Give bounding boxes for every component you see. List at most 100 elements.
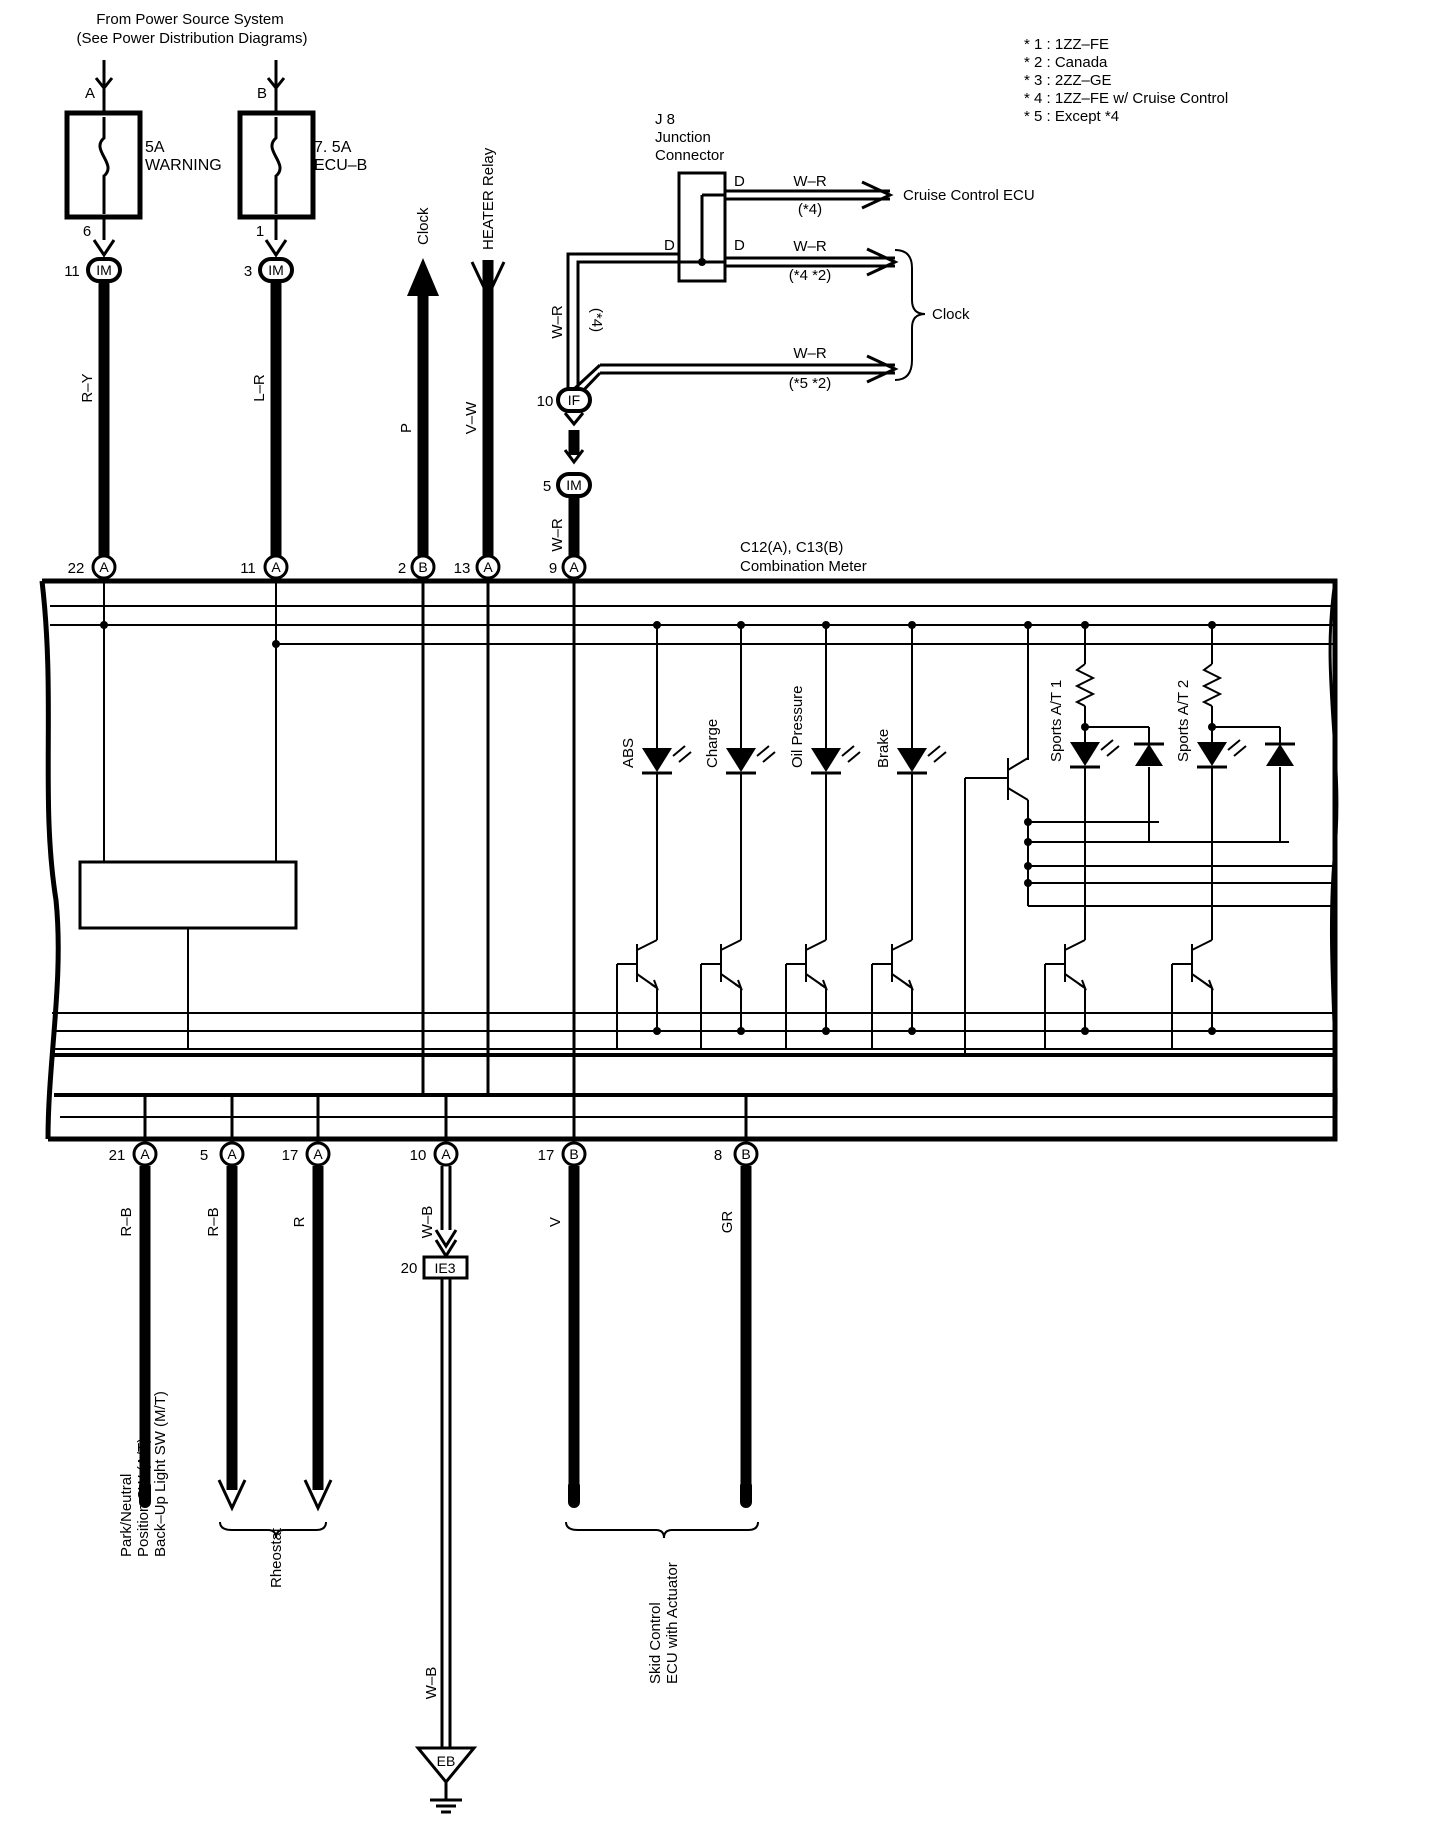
- led-icon: [1197, 742, 1227, 766]
- svg-text:B: B: [569, 1146, 578, 1162]
- led-icon: [642, 748, 672, 772]
- junction-connector-j8: J 8 Junction Connector D D D W–R (*4) Cr…: [549, 111, 1035, 398]
- fuse-a-letter: A: [85, 85, 95, 102]
- fuse-b-rating: 7. 5A: [314, 139, 352, 156]
- fuse-warning: A 5A WARNING 6: [64, 60, 222, 258]
- fuse-ecu-b: B 7. 5A ECU–B 1: [237, 60, 367, 258]
- bottom-wire-label: R–B: [205, 1207, 222, 1236]
- wire-label-w-r: W–R: [549, 518, 566, 552]
- skid-control-line2: ECU with Actuator: [664, 1562, 681, 1684]
- clock-output: Clock P: [398, 207, 439, 560]
- connector-im-11-pin: 11: [64, 263, 80, 280]
- power-source-title: From Power Source System: [96, 11, 284, 28]
- meter-bottom-pin: A 5R–B: [200, 1095, 247, 1512]
- junction-title-1: J 8: [655, 111, 675, 128]
- bottom-pin-number: 5: [200, 1147, 208, 1164]
- diode-icon: [1135, 744, 1163, 766]
- park-neutral-line3: Back–Up Light SW (M/T): [152, 1391, 169, 1557]
- connector-ie3-code: IE3: [434, 1260, 455, 1276]
- notes-legend: * 1 : 1ZZ–FE * 2 : Canada * 3 : 2ZZ–GE *…: [1024, 36, 1228, 125]
- branch3-note: (*5 *2): [789, 375, 832, 392]
- connector-im-5-pin: 5: [543, 478, 551, 495]
- led-icon: [811, 748, 841, 772]
- fuse-b-letter: B: [257, 85, 267, 102]
- indicator-label: ABS: [620, 738, 637, 768]
- note-4: * 4 : 1ZZ–FE w/ Cruise Control: [1024, 90, 1228, 107]
- indicator-label: Brake: [875, 729, 892, 768]
- svg-text:A: A: [140, 1146, 150, 1162]
- fuse-a-rating: 5A: [145, 139, 165, 156]
- led-icon: [1070, 742, 1100, 766]
- bottom-pin-number: 17: [282, 1147, 299, 1164]
- wire-label-r-y: R–Y: [79, 373, 96, 402]
- branch1-wire: W–R: [793, 173, 827, 190]
- bottom-wire-label: R–B: [118, 1207, 135, 1236]
- wire-label-p: P: [398, 423, 415, 433]
- indicator-column: Brake: [871, 621, 947, 1049]
- svg-text:A: A: [441, 1146, 451, 1162]
- svg-text:IM: IM: [96, 262, 112, 278]
- indicator-label: Sports A/T 1: [1048, 680, 1065, 762]
- note-2: * 2 : Canada: [1024, 54, 1108, 71]
- skid-control-line1: Skid Control: [647, 1602, 664, 1684]
- meter-pin-9: 9: [549, 560, 557, 577]
- indicator-column: Sports A/T 1: [1044, 621, 1164, 1049]
- bottom-wire-label: W–B: [419, 1206, 436, 1239]
- meter-pin-2: 2: [398, 560, 406, 577]
- clock-dest-label: Clock: [932, 306, 970, 323]
- ground-path: IE3 20 W–B EB: [401, 1229, 478, 1814]
- meter-control-block: [78, 860, 298, 930]
- junction-title-2: Junction: [655, 129, 711, 146]
- branch1-dest: Cruise Control ECU: [903, 187, 1035, 204]
- fuse-b-pin: 1: [256, 223, 264, 240]
- indicator-label: Charge: [704, 719, 721, 768]
- meter-title-1: C12(A), C13(B): [740, 539, 843, 556]
- svg-text:B: B: [741, 1146, 750, 1162]
- bottom-wire-label: GR: [719, 1211, 736, 1234]
- connector-im-3-pin: 3: [244, 263, 252, 280]
- bottom-pin-number: 10: [410, 1147, 427, 1164]
- sports-at-driver: [964, 621, 1335, 1055]
- ground-eb-label: EB: [437, 1753, 456, 1769]
- indicator-group: ABS Charge Oil Pressure Brake Sports A/T 1 Sp…: [616, 621, 1295, 1049]
- connector-if-10-pin: 10: [537, 393, 554, 410]
- bottom-wire-label: R: [291, 1216, 308, 1227]
- connector-ie3-pin: 20: [401, 1260, 418, 1277]
- bottom-pin-number: 17: [538, 1147, 555, 1164]
- meter-title-2: Combination Meter: [740, 558, 867, 575]
- fuse-a-pin: 6: [83, 223, 91, 240]
- ground-wire-label: W–B: [423, 1667, 440, 1700]
- bottom-pin-number: 21: [109, 1147, 126, 1164]
- meter-bottom-pin: A 10W–B: [410, 1095, 459, 1239]
- diode-icon: [1266, 744, 1294, 766]
- connector-im-3: IM 3: [244, 257, 294, 283]
- rheostat-label: Rheostat: [268, 1527, 285, 1588]
- branch1-note: (*4): [798, 201, 822, 218]
- branch3-wire: W–R: [793, 345, 827, 362]
- junction-pin-d-3: D: [734, 237, 745, 254]
- junction-pin-d-1: D: [734, 173, 745, 190]
- power-source-subtitle: (See Power Distribution Diagrams): [77, 30, 308, 47]
- meter-pin-13: 13: [454, 560, 471, 577]
- clock-output-label: Clock: [415, 207, 432, 245]
- svg-text:A: A: [227, 1146, 237, 1162]
- svg-text:A: A: [569, 559, 579, 575]
- combination-meter: C12(A), C13(B) Combination Meter: [39, 539, 1339, 1142]
- junction-pin-d-2: D: [664, 237, 675, 254]
- bottom-destinations: Park/Neutral Position SW (A/T) Back–Up L…: [118, 1391, 759, 1684]
- indicator-label: Sports A/T 2: [1175, 680, 1192, 762]
- indicator-column: ABS: [616, 621, 692, 1049]
- note-5: * 5 : Except *4: [1024, 108, 1119, 125]
- note-3: * 3 : 2ZZ–GE: [1024, 72, 1112, 89]
- svg-text:A: A: [483, 559, 493, 575]
- svg-text:IM: IM: [566, 477, 582, 493]
- fuse-b-name: ECU–B: [314, 157, 367, 174]
- wire-label-l-r: L–R: [251, 374, 268, 402]
- indicator-column: Charge: [700, 621, 776, 1049]
- indicator-column: Oil Pressure: [785, 621, 861, 1049]
- junction-main-wire: W–R: [549, 305, 566, 339]
